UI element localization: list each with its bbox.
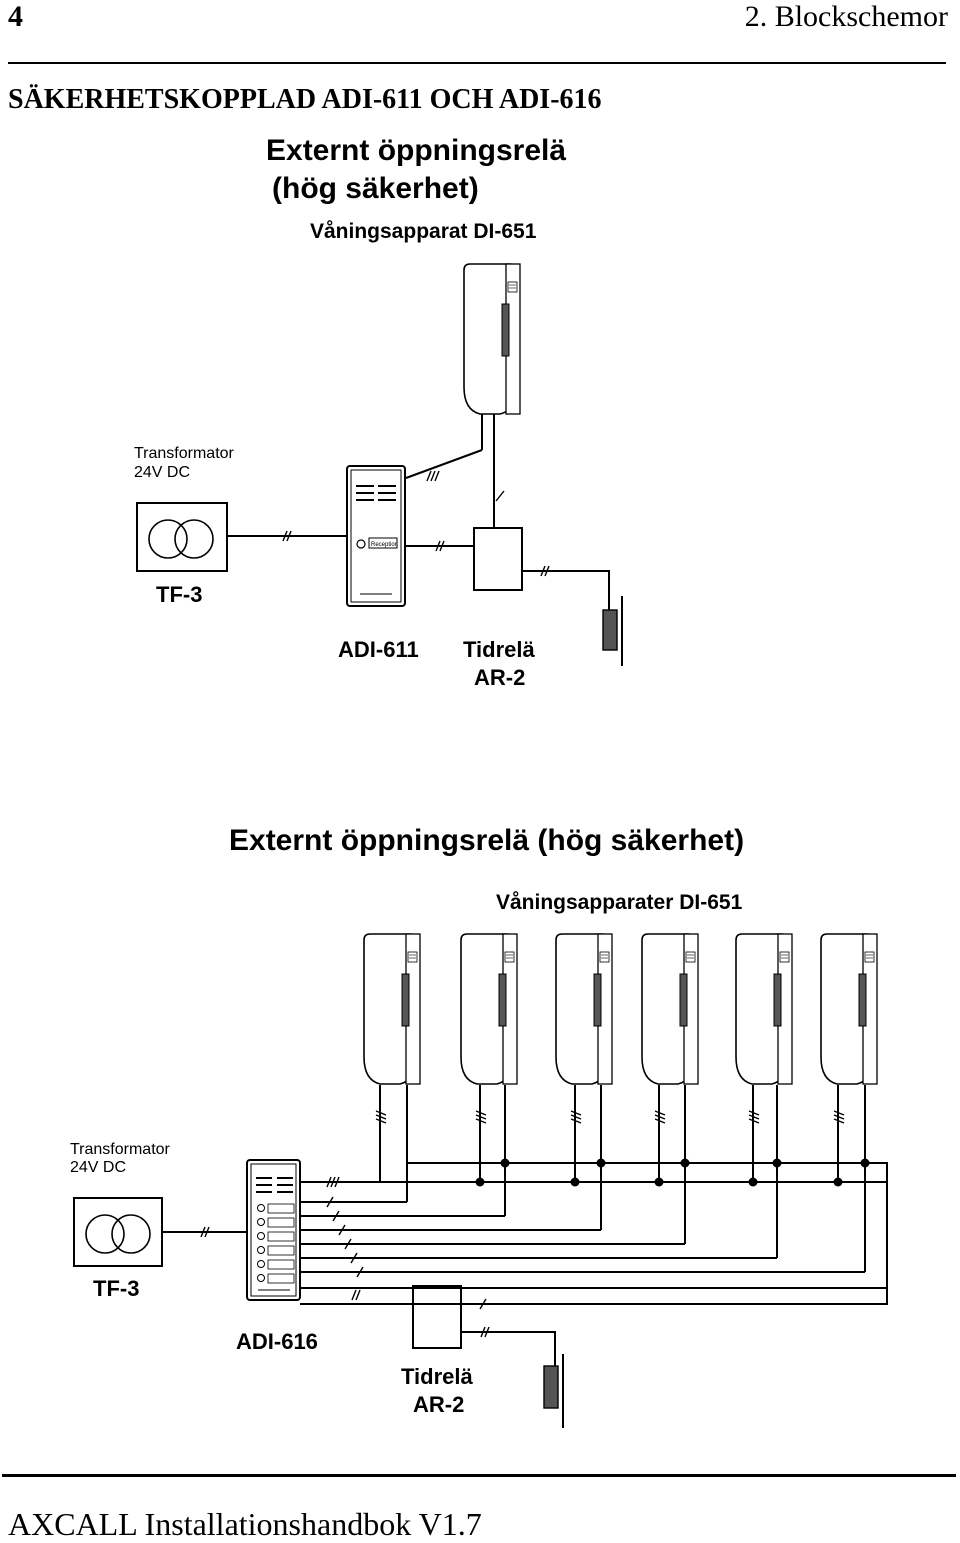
diagram2 — [73, 933, 888, 1428]
relay-icon — [412, 1285, 462, 1349]
handset-icon — [735, 933, 793, 1085]
door-panel-icon — [246, 1159, 301, 1301]
diagram2-transformer-label: Transformator — [70, 1141, 170, 1158]
diagram2-title: Externt öppningsrelä (hög säkerhet) — [229, 824, 745, 857]
diagram2-relay-name: Tidrelä — [401, 1364, 473, 1389]
handset-icon — [555, 933, 613, 1085]
diagram1-transformer-label: Transformator — [134, 445, 234, 462]
diagram2-transformer-voltage: 24V DC — [70, 1159, 127, 1176]
diagram2-relay-model: AR-2 — [413, 1392, 465, 1417]
handset-icon — [460, 933, 518, 1085]
footer-rule — [2, 1474, 956, 1477]
diagram1-transformer-name: TF-3 — [156, 582, 203, 607]
diagram1-wire-markers — [282, 470, 550, 577]
handset-icon — [641, 933, 699, 1085]
transformer-icon — [73, 1197, 163, 1267]
section-heading: SÄKERHETSKOPPLAD ADI-611 OCH ADI-616 — [8, 84, 602, 115]
chapter-title: 2. Blockschemor — [744, 0, 948, 33]
footer-text: AXCALL Installationshandbok V1.7 — [8, 1506, 482, 1542]
diagram1-title-line1: Externt öppningsrelä — [266, 134, 567, 167]
door-lock-icon — [602, 596, 623, 666]
diagram2-panel-name: ADI-616 — [236, 1329, 318, 1354]
door-panel-icon: Reception — [346, 465, 406, 607]
header-rule — [8, 62, 946, 64]
diagram1-relay-name: Tidrelä — [463, 637, 535, 662]
diagram1-title-line2: (hög säkerhet) — [272, 172, 479, 205]
relay-icon — [473, 527, 523, 591]
diagram2-handsets-label: Våningsapparater DI-651 — [496, 891, 743, 914]
door-lock-icon — [543, 1354, 564, 1428]
diagram2-transformer-name: TF-3 — [93, 1276, 140, 1301]
diagram1-handset-label: Våningsapparat DI-651 — [310, 220, 537, 243]
diagram1-transformer-voltage: 24V DC — [134, 464, 191, 481]
diagram1: Reception — [136, 263, 623, 666]
diagram2-junctions — [475, 1158, 870, 1187]
panel-button-label: Reception — [371, 542, 398, 548]
page-number: 4 — [8, 0, 23, 33]
diagram1-relay-model: AR-2 — [474, 665, 526, 690]
handset-icon — [820, 933, 878, 1085]
handset-icon — [463, 263, 521, 415]
diagram1-panel-name: ADI-611 — [338, 637, 419, 662]
diagram2-wire-markers — [200, 1110, 845, 1338]
handset-icon — [363, 933, 421, 1085]
